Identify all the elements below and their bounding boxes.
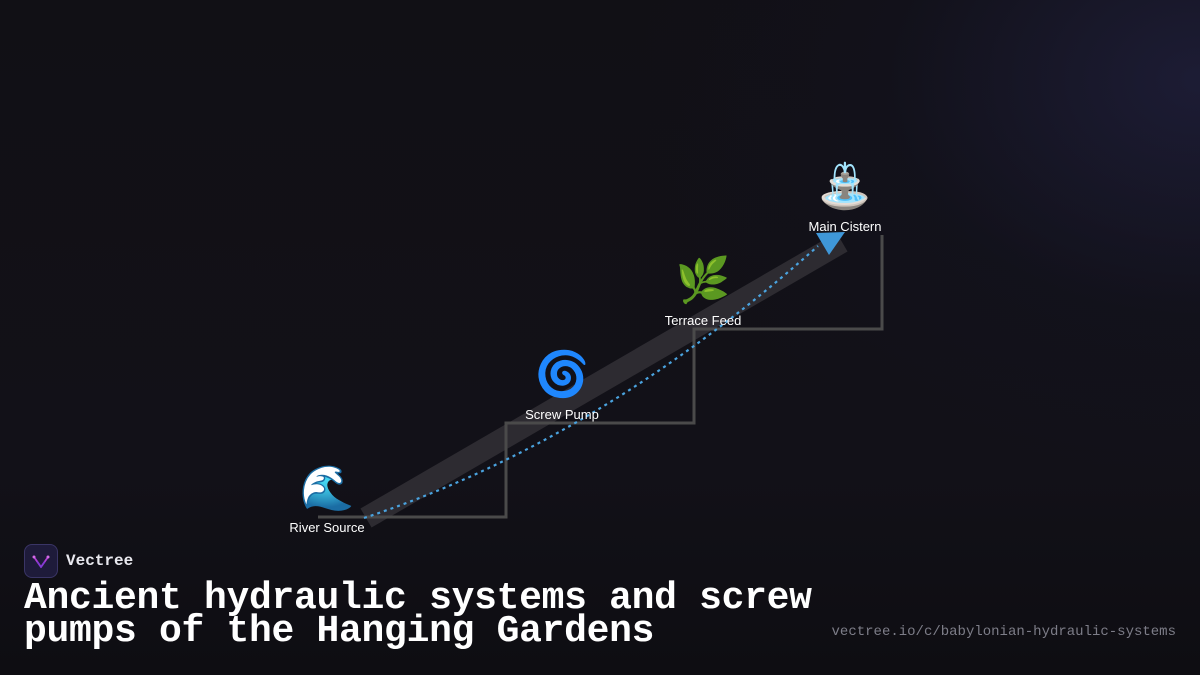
node-label: Screw Pump [525, 407, 599, 422]
page-title: Ancient hydraulic systems and screw pump… [24, 577, 812, 653]
node-river-source[interactable]: 🌊 River Source [289, 463, 364, 535]
fountain-icon: ⛲ [818, 161, 873, 212]
vectree-logo-icon [24, 544, 58, 578]
wave-icon: 🌊 [300, 463, 355, 514]
node-main-cistern[interactable]: ⛲ Main Cistern [809, 161, 882, 234]
herb-icon: 🌿 [676, 255, 731, 306]
node-label: Terrace Feed [665, 313, 742, 328]
node-terrace-feed[interactable]: 🌿 Terrace Feed [665, 255, 742, 328]
node-label: Main Cistern [809, 219, 882, 234]
cyclone-icon: 🌀 [535, 347, 590, 400]
node-screw-pump[interactable]: 🌀 Screw Pump [525, 347, 599, 422]
brand-name: Vectree [66, 552, 134, 570]
terrace-steps [318, 235, 884, 519]
node-label: River Source [289, 520, 364, 535]
source-url[interactable]: vectree.io/c/babylonian-hydraulic-system… [831, 624, 1176, 640]
brand: Vectree [24, 544, 133, 578]
flow-arrowhead-icon [816, 232, 845, 255]
screw-shaft [360, 232, 848, 528]
